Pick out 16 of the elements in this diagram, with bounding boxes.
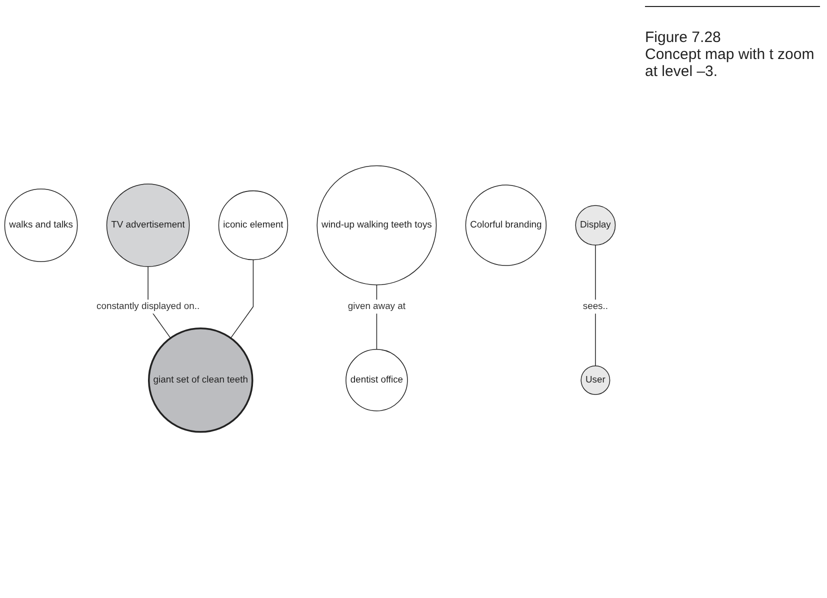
node-circle: Colorful branding	[465, 184, 547, 266]
edge-label: given away at	[348, 302, 406, 312]
figure-title: Figure 7.28	[645, 29, 722, 46]
connector	[595, 244, 596, 366]
edge-label: constantly displayed on..	[96, 302, 200, 312]
node-circle: Display	[575, 205, 616, 246]
node-circle: User	[580, 366, 610, 396]
node-circle: wind-up walking teeth toys	[316, 166, 437, 286]
node-circle: iconic element	[218, 190, 288, 260]
node-circle: giant set of clean teeth	[148, 328, 254, 433]
connector	[230, 260, 254, 339]
node-circle: walks and talks	[4, 188, 78, 262]
figure-caption: Concept map with t zoom at level –3.	[645, 46, 816, 80]
node-circle: dentist office	[346, 349, 408, 412]
node-circle: TV advertisement	[106, 184, 190, 268]
edge-label: sees..	[582, 302, 608, 312]
